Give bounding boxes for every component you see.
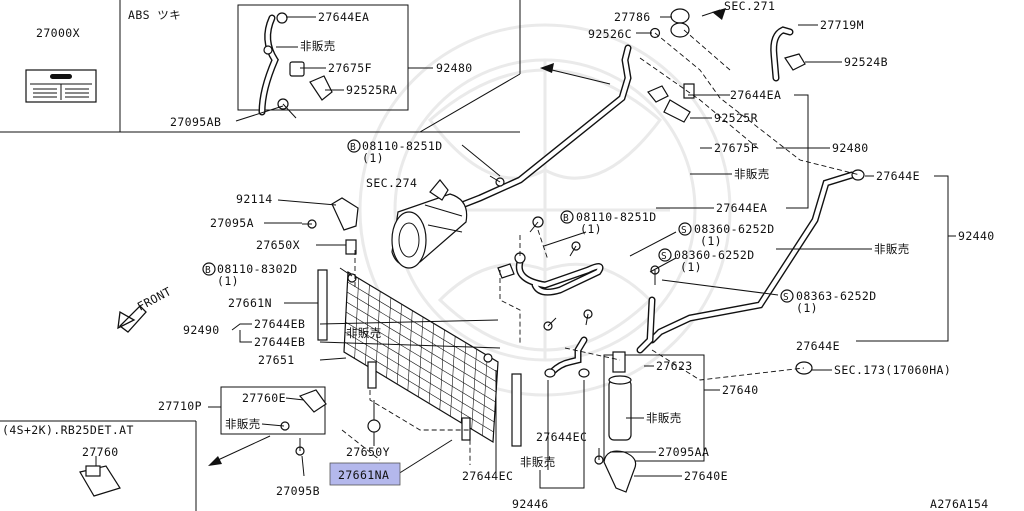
label-92114: 92114 [236,192,273,206]
label-27651: 27651 [258,353,295,367]
label-27644EA-top: 27644EA [318,10,369,24]
label-27675F-top: 27675F [328,61,372,75]
bolt-08110-8251D-a: 08110-8251D [362,139,443,153]
circle-b-badge [347,139,361,153]
qty-1-d: (1) [700,234,722,248]
screw-08363-6252D: 08363-6252D [796,289,877,303]
pressure-switch [79,389,327,497]
circle-b-letter: B [563,213,569,224]
receiver-drier [594,351,637,493]
liquid-line [636,169,865,375]
label-27650Y: 27650Y [346,445,390,459]
not-sold-27640: 非販売 [646,411,682,425]
bolts [302,175,505,229]
label-92446: 92446 [512,497,549,511]
labels: 27000X ABS ツキ 27644EA 非販売 27675F 92525RA… [2,0,995,511]
label-27661NA: 27661NA [338,468,389,482]
discharge-hose [497,216,604,331]
circle-b-letter: B [205,265,211,276]
label-27095AB: 27095AB [170,115,221,129]
circle-b-letter: B [350,142,356,153]
label-92440: 92440 [958,229,995,243]
circle-s-badge [780,289,794,303]
label-27719M: 27719M [820,18,864,32]
label-92525RA: 92525RA [346,83,397,97]
screw-08360-6252D-b: 08360-6252D [674,248,755,262]
suction-pipe [458,8,806,209]
label-27644EA-r1: 27644EA [730,88,781,102]
screw-08360-6252D-a: 08360-6252D [694,222,775,236]
label-27675F-r: 27675F [714,141,758,155]
bolt-08110-8302D: 08110-8302D [217,262,298,276]
abs-note: ABS ツキ [128,8,181,22]
not-sold-92440: 非販売 [874,242,910,256]
label-27644E-1: 27644E [876,169,920,183]
not-sold-92490: 非販売 [346,326,382,340]
qty-1-a: (1) [362,151,384,165]
circle-b-badge [202,262,216,276]
circle-s-letter: S [681,225,687,236]
qty-1-c: (1) [217,274,239,288]
label-27644EB-2: 27644EB [254,335,305,349]
pipe-92446 [544,309,593,378]
label-plate-27000X [25,69,97,103]
front-label: FRONT [135,284,174,314]
abs-hose-assembly [258,12,333,119]
label-27760: 27760 [82,445,119,459]
condenser-core [317,197,522,447]
label-92525R: 92525R [714,111,758,125]
circle-s-letter: S [783,292,789,303]
label-sec274: SEC.274 [366,176,417,190]
front-arrow-icon [119,305,147,333]
direction-arrows [117,9,721,466]
label-27623: 27623 [656,359,693,373]
compressor [391,179,468,269]
qty-1-e: (1) [680,260,702,274]
frame-lines [0,0,705,511]
label-27095B: 27095B [276,484,320,498]
label-27760E: 27760E [242,391,286,405]
not-sold-27710P: 非販売 [225,417,261,431]
label-27095AA: 27095AA [658,445,709,459]
variant-note: (4S+2K).RB25DET.AT [2,423,134,437]
circle-s-letter: S [661,251,667,262]
label-27644EC-1: 27644EC [536,430,587,444]
leader-lines [95,16,956,489]
label-27661N: 27661N [228,296,272,310]
label-sec271: SEC.271 [724,0,775,13]
label-27650X: 27650X [256,238,300,252]
not-sold-92480: 非販売 [734,167,770,181]
label-27644E-2: 27644E [796,339,840,353]
circle-b-badge [560,210,574,224]
label-27644EC-2: 27644EC [462,469,513,483]
diagram-id: A276A154 [930,497,989,511]
highlighted-part-27661NA [329,462,401,486]
watermark-emblem [358,23,732,397]
circle-s-badge [678,222,692,236]
label-27710P: 27710P [158,399,202,413]
not-sold-92446: 非販売 [520,455,556,469]
dashed-guides [341,29,861,465]
label-27640E: 27640E [684,469,728,483]
qty-1-f: (1) [796,301,818,315]
circle-s-badge [658,248,672,262]
label-92526C: 92526C [588,27,632,41]
bolt-08110-8251D-b: 08110-8251D [576,210,657,224]
label-27000X: 27000X [36,26,80,40]
label-92524B: 92524B [844,55,888,69]
qty-1-b: (1) [580,222,602,236]
label-27644EB-1: 27644EB [254,317,305,331]
label-sec173: SEC.173(17060HA) [834,363,951,377]
label-27786: 27786 [614,10,651,24]
label-92480-r: 92480 [832,141,869,155]
label-92480-top: 92480 [436,61,473,75]
label-27644EA-r2: 27644EA [716,201,767,215]
label-27095A: 27095A [210,216,254,230]
not-sold-abs: 非販売 [300,39,336,53]
label-27640: 27640 [722,383,759,397]
label-92490: 92490 [183,323,220,337]
